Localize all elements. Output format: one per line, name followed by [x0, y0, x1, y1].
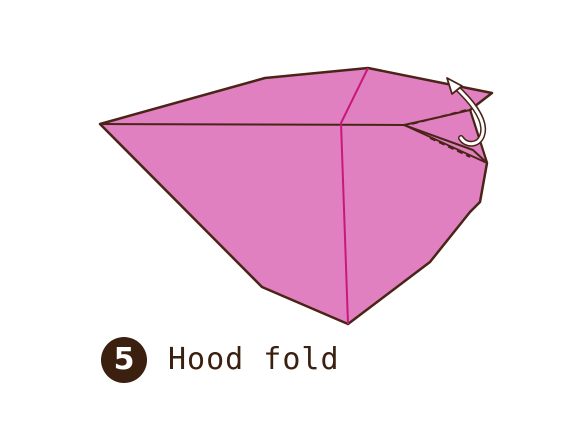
step-label: Hood fold	[168, 342, 340, 377]
step-number: 5	[113, 342, 135, 377]
curved-fold-arrow-icon	[446, 77, 487, 147]
horizontal-crease-line	[99, 123, 405, 126]
step-number-badge: 5	[101, 337, 147, 383]
pocket-crease-line	[403, 124, 488, 164]
dashed-fold-guide-lower	[429, 137, 471, 158]
origami-paper-shape	[98, 66, 494, 326]
center-fold-line	[339, 67, 369, 325]
